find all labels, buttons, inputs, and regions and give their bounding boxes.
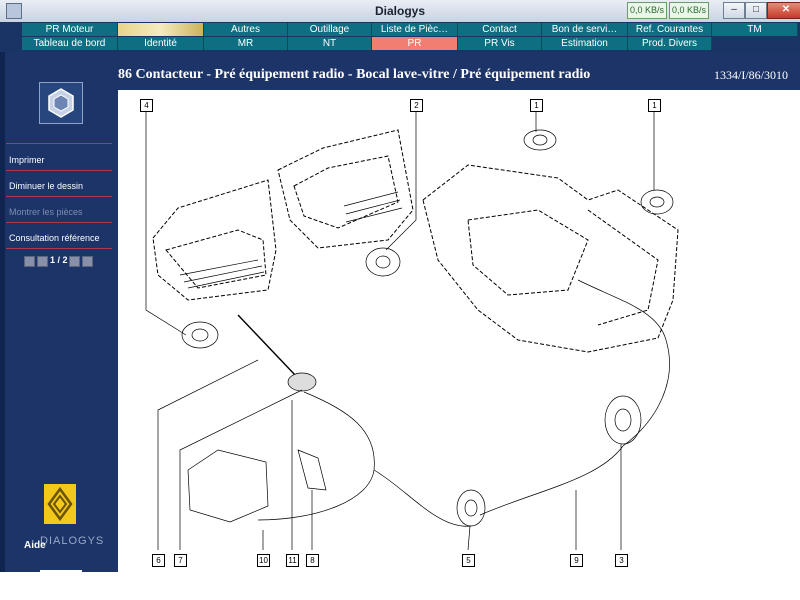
pager-prev-button[interactable] [37,256,48,267]
tab-nt[interactable]: NT [288,37,372,50]
callout-label[interactable]: 9 [570,554,583,567]
tab-prod-divers[interactable]: Prod. Divers [628,37,712,50]
reference-lookup-button[interactable]: Consultation référence [9,233,100,243]
close-button[interactable]: ✕ [767,2,800,19]
print-button[interactable]: Imprimer [9,155,45,165]
tab-bar: PR Moteur Autres Outillage Liste de Pièc… [0,22,800,52]
pager-next-button[interactable] [69,256,80,267]
callout-label[interactable]: 10 [257,554,270,567]
sidebar-separator [6,222,112,223]
tab-blank[interactable] [118,23,204,36]
callout-label[interactable]: 1 [530,99,543,112]
pager-indicator: 1 / 2 [50,255,68,265]
net-download-readout: 0,0 KB/s [627,2,667,19]
sidebar-bottom-field [40,570,82,573]
drawing-reference: 1334/I/86/3010 [714,68,788,82]
tab-identite[interactable]: Identité [118,37,204,50]
tab-autres[interactable]: Autres [204,23,288,36]
tab-tm[interactable]: TM [712,23,798,36]
window-title-bar: Dialogys 0,0 KB/s 0,0 KB/s – □ ✕ [0,0,800,23]
pager-first-button[interactable] [24,256,35,267]
tab-bon-de-service[interactable]: Bon de servi… [542,23,628,36]
callout-label[interactable]: 4 [140,99,153,112]
app-icon [6,3,22,19]
callout-label[interactable]: 6 [152,554,165,567]
tab-contact[interactable]: Contact [458,23,542,36]
callout-label[interactable]: 11 [286,554,299,567]
page-title: 86 Contacteur - Pré équipement radio - B… [118,67,591,82]
callout-label[interactable]: 7 [174,554,187,567]
parts-diagram [145,106,679,551]
sidebar-edge [0,52,5,572]
window-title: Dialogys [374,4,425,18]
pager-last-button[interactable] [82,256,93,267]
shrink-drawing-button[interactable]: Diminuer le dessin [9,181,84,191]
exploded-view-drawing: 4 2 1 1 6 7 10 11 8 5 9 3 [118,90,800,572]
bottom-strip [0,572,800,600]
minimize-button[interactable]: – [723,2,745,19]
tab-pr[interactable]: PR [372,37,458,50]
sidebar: Imprimer Diminuer le dessin Montrer les … [0,52,118,573]
hex-nut-logo [39,82,83,124]
sidebar-separator [6,196,112,197]
tab-estimation[interactable]: Estimation [542,37,628,50]
tab-pr-moteur[interactable]: PR Moteur [22,23,118,36]
tab-mr[interactable]: MR [204,37,288,50]
tab-liste-de-pieces[interactable]: Liste de Pièc… [372,23,458,36]
help-button[interactable]: Aide [24,540,46,551]
show-parts-button[interactable]: Montrer les pièces [9,207,83,217]
callout-label[interactable]: 8 [306,554,319,567]
tab-outillage[interactable]: Outillage [288,23,372,36]
net-upload-readout: 0,0 KB/s [669,2,709,19]
tab-pr-vis[interactable]: PR Vis [458,37,542,50]
tab-ref-courantes[interactable]: Ref. Courantes [628,23,712,36]
maximize-button[interactable]: □ [745,2,767,19]
callout-label[interactable]: 1 [648,99,661,112]
callout-label[interactable]: 5 [462,554,475,567]
sidebar-separator [6,143,112,144]
callout-label[interactable]: 3 [615,554,628,567]
sidebar-separator [6,170,112,171]
tab-tableau-de-bord[interactable]: Tableau de bord [22,37,118,50]
renault-logo [44,484,76,524]
dialogys-brand: DIALOGYS [40,535,105,547]
drawing-header: 86 Contacteur - Pré équipement radio - B… [118,52,800,90]
sidebar-separator [6,248,112,249]
callout-label[interactable]: 2 [410,99,423,112]
